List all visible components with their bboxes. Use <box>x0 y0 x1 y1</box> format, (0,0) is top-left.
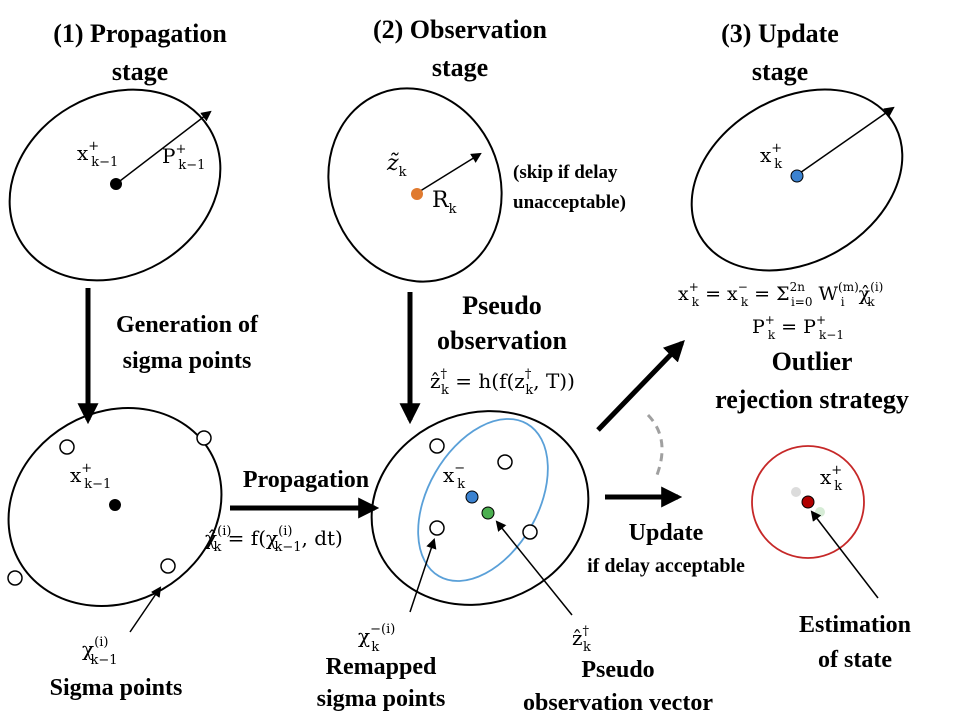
outlier-label-line2: rejection strategy <box>715 385 909 414</box>
update-label-line1: Update <box>629 520 704 546</box>
state-estimate-circle <box>751 445 865 559</box>
stage1-title-line1: (1) Propagation <box>53 19 227 48</box>
sigma-points-ellipse <box>7 407 223 607</box>
outlier-label-line1: Outlier <box>772 347 853 376</box>
sigma-mean-point <box>109 499 121 511</box>
update-label-line2: if delay acceptable <box>587 555 745 577</box>
remapped-sigma-point <box>429 438 445 454</box>
prior-mean-label: x+k−1 <box>77 139 118 170</box>
dashed-gray-arc <box>646 413 664 481</box>
sigma-symbol: χ(i)k−1 <box>82 635 117 668</box>
estimated-state-label: x+k <box>820 463 842 494</box>
faded-point <box>791 487 801 497</box>
skip-note-line1: (skip if delay <box>513 162 618 183</box>
estimated-state-point <box>801 495 815 509</box>
pseudo-vector-pointer-arrow <box>495 520 573 616</box>
sigma-point <box>160 558 176 574</box>
pseudo-equation: ẑ†k = h(f(z†k, T)) <box>430 367 575 398</box>
propagation-equation: χ̂(i)k = f(χ(i)k−1, dt) <box>205 524 343 555</box>
pseudo-vector-label-line2: observation vector <box>523 690 713 716</box>
posterior-mean-point <box>790 169 804 183</box>
outlier-arrow <box>596 339 685 432</box>
remapped-label-line2: sigma points <box>317 686 446 712</box>
observation-ellipse <box>327 87 503 283</box>
stage1-title-line2: stage <box>112 57 168 86</box>
estimation-label-line2: of state <box>818 647 892 673</box>
sigma-point <box>196 430 212 446</box>
sigma-pointer-arrow <box>129 586 162 633</box>
stage2-title-line2: stage <box>432 53 488 82</box>
posterior-ellipse <box>690 88 904 272</box>
remapped-label-line1: Remapped <box>326 654 437 680</box>
sigma-mean-label: x+k−1 <box>70 461 111 492</box>
generation-label-line2: sigma points <box>123 348 252 374</box>
remapped-sigma-point <box>497 454 513 470</box>
faded-point <box>815 507 825 517</box>
observation-label: z̃k <box>386 151 407 180</box>
stage2-title-line1: (2) Observation <box>373 15 548 44</box>
pseudo-vector-label-line1: Pseudo <box>581 657 654 683</box>
remapped-pointer-arrow <box>409 538 437 613</box>
pseudo-label-line2: observation <box>437 326 568 355</box>
remapped-ellipse <box>370 410 590 606</box>
pseudo-vector-symbol: ẑ†k <box>572 624 591 655</box>
estimation-pointer-arrow <box>810 510 879 599</box>
pseudo-observation-point <box>481 506 495 520</box>
remapped-sigma-point <box>429 520 445 536</box>
estimation-label-line1: Estimation <box>799 612 911 638</box>
remapped-symbol: χ−(i)k <box>358 622 395 655</box>
stage3-title-line2: stage <box>752 57 808 86</box>
propagation-prior-ellipse <box>8 88 222 282</box>
stage3-title-line1: (3) Update <box>721 19 839 48</box>
skip-note-line2: unacceptable) <box>513 192 626 213</box>
update-equation-covariance: P+k = P+k−1 <box>752 313 844 342</box>
propagation-label: Propagation <box>243 467 369 493</box>
remapped-sigma-point <box>522 524 538 540</box>
observation-point <box>411 188 423 200</box>
sigma-point <box>7 570 23 586</box>
sigma-point <box>59 439 75 455</box>
noise-label: Rk <box>432 188 457 217</box>
predicted-mean-label: x−k <box>443 461 465 492</box>
generation-label-line1: Generation of <box>116 312 259 338</box>
posterior-mean-label: x+k <box>760 141 782 172</box>
pseudo-label-line1: Pseudo <box>462 291 541 320</box>
prior-covariance-label: P+k−1 <box>162 142 205 173</box>
predicted-mean-point <box>465 490 479 504</box>
sigma-points-label: Sigma points <box>50 675 183 701</box>
